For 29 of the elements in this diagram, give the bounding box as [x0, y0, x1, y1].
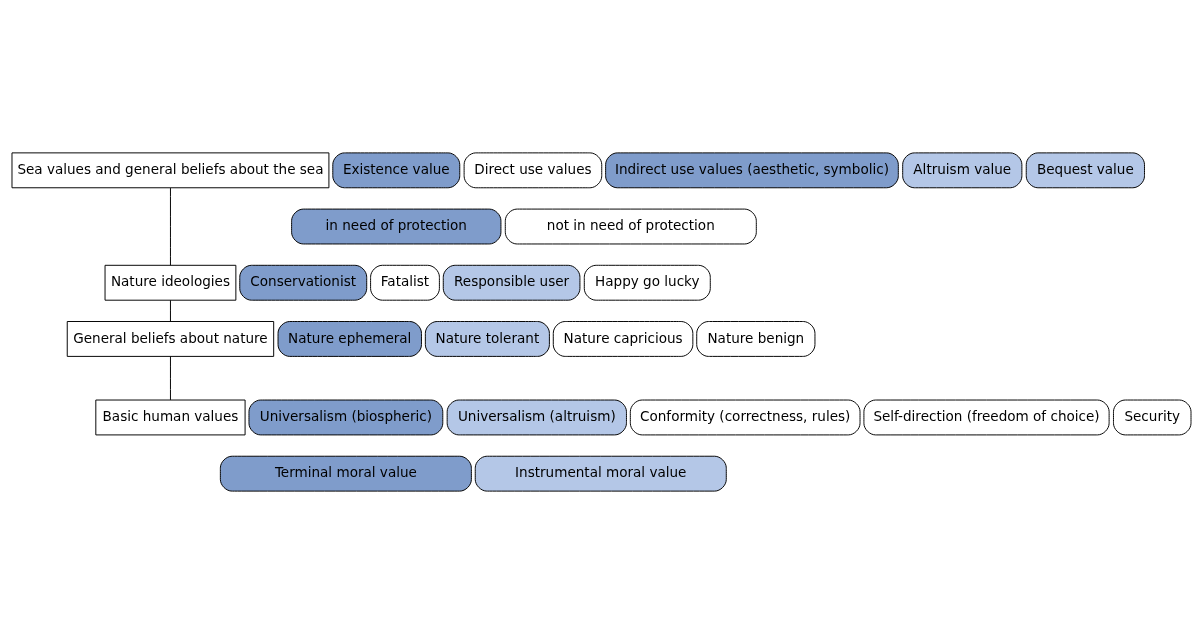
node-box: Conformity (correctness, rules)	[629, 399, 861, 435]
node-box: Self-direction (freedom of choice)	[863, 399, 1110, 435]
connector	[169, 355, 171, 400]
node-box: Universalism (altruism)	[446, 399, 627, 435]
connector	[169, 299, 171, 322]
node-box: Responsible user	[442, 264, 581, 301]
node-box: Nature ideologies	[104, 264, 237, 301]
node-box: General beliefs about nature	[66, 320, 275, 357]
node-box: Terminal moral value	[219, 455, 472, 492]
node-box: Existence value	[332, 151, 461, 188]
node-box: Security	[1113, 399, 1192, 435]
node-box: Instrumental moral value	[474, 455, 727, 492]
node-box: Nature capricious	[552, 320, 694, 357]
node-box: Conservationist	[239, 264, 368, 301]
node-box: Altruism value	[902, 151, 1023, 188]
node-box: in need of protection	[291, 208, 502, 244]
node-box: Nature ephemeral	[277, 320, 422, 357]
node-box: Direct use values	[463, 151, 603, 188]
node-box: not in need of protection	[504, 208, 757, 244]
node-box: Sea values and general beliefs about the sea	[11, 151, 330, 188]
node-box: Bequest value	[1025, 151, 1145, 188]
connector	[169, 187, 171, 266]
node-box: Nature tolerant	[424, 320, 550, 357]
node-box: Nature benign	[696, 320, 816, 357]
node-box: Universalism (biospheric)	[248, 399, 444, 435]
node-box: Happy go lucky	[583, 264, 711, 301]
node-box: Indirect use values (aesthetic, symbolic)	[605, 151, 899, 188]
node-box: Basic human values	[95, 399, 246, 435]
node-box: Fatalist	[370, 264, 440, 301]
